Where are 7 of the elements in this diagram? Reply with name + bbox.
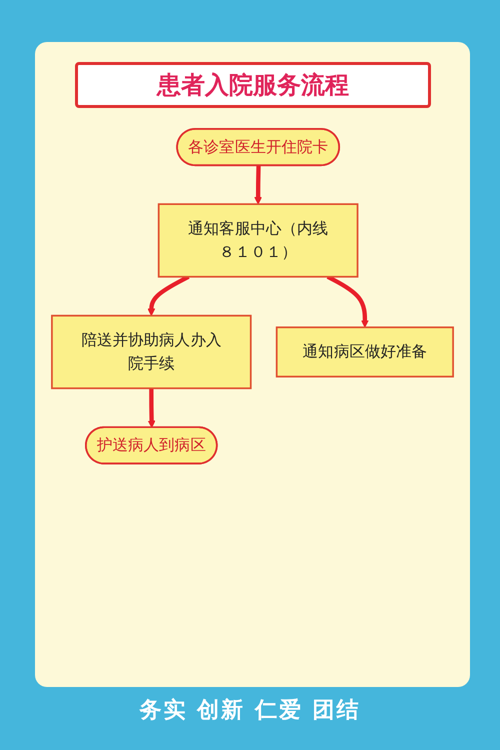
node-box: 通知客服中心（内线８１０１） (158, 203, 358, 278)
arrow (148, 388, 156, 428)
title-banner: 患者入院服务流程 (75, 62, 431, 108)
node-box: 陪送并协助病人办入院手续 (51, 314, 252, 390)
caption: 务实 创新 仁爱 团结 (138, 697, 362, 725)
arrow (254, 166, 262, 204)
node-box: 通知病区做好准备 (276, 326, 454, 378)
